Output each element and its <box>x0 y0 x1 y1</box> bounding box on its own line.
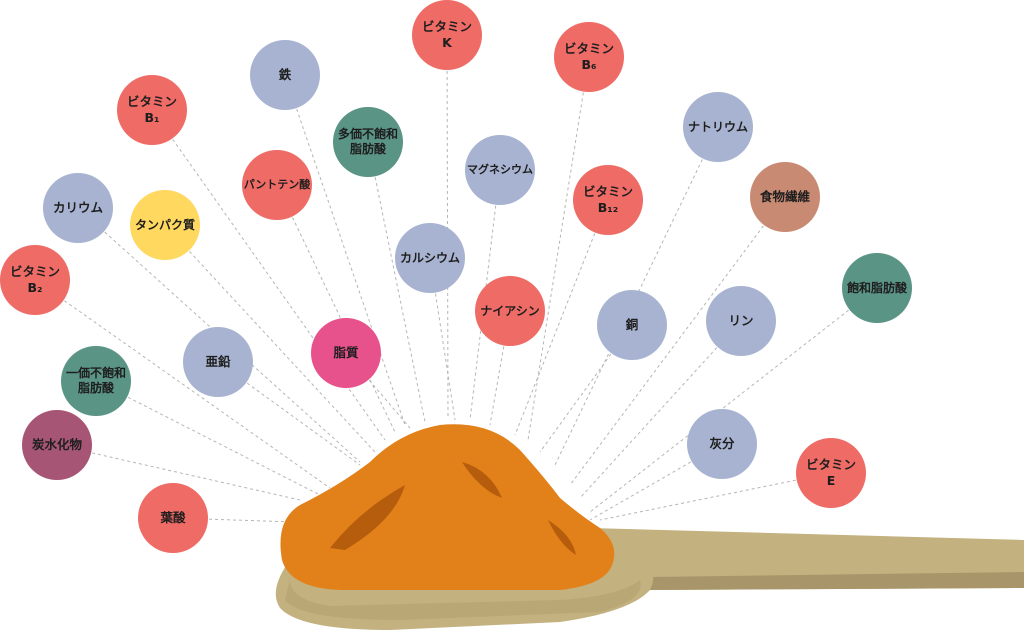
nutrient-label: 一価不飽和 <box>65 366 126 380</box>
nutrient-label: 飽和脂肪酸 <box>846 280 907 295</box>
nutrient-label: 食物繊維 <box>759 189 810 205</box>
spoon-handle-shadow <box>650 572 1024 590</box>
nutrient-sublabel: 脂肪酸 <box>349 142 386 156</box>
nutrient-sublabel: 脂肪酸 <box>77 381 114 395</box>
connector-line <box>579 320 742 499</box>
connector-line <box>34 279 331 489</box>
nutrient-pantothenic-acid: パントテン酸 <box>242 150 312 220</box>
nutrient-label: タンパク質 <box>134 217 195 232</box>
nutrient-copper: 銅 <box>597 290 667 360</box>
connector-line <box>446 34 449 419</box>
nutrient-protein: タンパク質 <box>130 190 200 260</box>
nutrient-label: 脂質 <box>333 345 359 361</box>
nutrient-label: 多価不飽和 <box>337 127 398 141</box>
spoon-handle <box>590 528 1024 610</box>
spoon-bowl-shadow <box>285 580 641 620</box>
nutrient-potassium: カリウム <box>43 173 113 243</box>
nutrient-label: マグネシウム <box>467 163 533 177</box>
nutrient-calcium: カルシウム <box>395 223 465 293</box>
nutrient-label: カルシウム <box>399 250 460 265</box>
nutrient-label: ビタミン <box>9 264 60 280</box>
connector-line <box>589 287 878 513</box>
nutrient-zinc: 亜鉛 <box>183 327 253 397</box>
nutrient-label: 鉄 <box>278 67 292 83</box>
nutrient-label: 灰分 <box>709 436 735 452</box>
nutrient-sublabel: B₁₂ <box>597 200 619 215</box>
nutrient-niacin: ナイアシン <box>475 276 545 346</box>
nutrient-label: 亜鉛 <box>205 354 231 370</box>
connector-line <box>527 56 590 441</box>
turmeric-powder-mound <box>280 424 615 590</box>
connector-line <box>276 184 396 433</box>
connector-line <box>514 199 609 436</box>
nutrient-label: カリウム <box>52 200 103 216</box>
nutrient-polyunsaturated-fatty-acid: 多価不飽和脂肪酸 <box>333 107 403 177</box>
nutrient-phosphorus: リン <box>706 286 776 356</box>
nutrient-folic-acid: 葉酸 <box>138 483 208 553</box>
turmeric-powder-crease-3 <box>548 520 576 555</box>
nutrient-carbohydrate: 炭水化物 <box>22 410 92 480</box>
nutrient-sublabel: B₁ <box>144 110 160 125</box>
nutrient-label: ビタミン <box>421 19 472 35</box>
nutrient-label: 炭水化物 <box>31 437 82 453</box>
nutrient-label: ビタミン <box>563 41 614 57</box>
nutrient-monounsaturated-fatty-acid: 一価不飽和脂肪酸 <box>61 346 131 416</box>
nutrient-sublabel: E <box>826 473 836 488</box>
nutrient-magnesium: マグネシウム <box>465 135 535 205</box>
nutrient-label: リン <box>728 313 754 329</box>
nutrient-label: ナトリウム <box>687 119 748 134</box>
nutrient-saturated-fatty-acid: 飽和脂肪酸 <box>842 253 912 323</box>
nutrient-sodium: ナトリウム <box>683 92 753 162</box>
nutrient-ash: 灰分 <box>687 409 757 479</box>
nutrient-label: ナイアシン <box>480 303 540 318</box>
nutrient-dietary-fiber: 食物繊維 <box>750 162 820 232</box>
connector-line <box>217 361 361 466</box>
nutrient-sublabel: B₂ <box>27 280 43 295</box>
nutrient-label: ビタミン <box>805 457 856 473</box>
nutrient-iron: 鉄 <box>250 40 320 110</box>
connector-line <box>345 352 411 429</box>
nutrient-lipid: 脂質 <box>311 318 381 388</box>
nutrient-sublabel: B₆ <box>581 57 597 72</box>
nutrient-label: ビタミン <box>126 94 177 110</box>
nutrient-label: ビタミン <box>582 184 633 200</box>
nutrient-label: 葉酸 <box>160 510 186 526</box>
turmeric-powder-crease-2 <box>462 462 502 498</box>
connector-line <box>284 74 406 426</box>
nutrient-label: 銅 <box>625 317 639 333</box>
nutrient-sublabel: K <box>442 35 452 50</box>
nutrient-label: パントテン酸 <box>243 178 311 192</box>
turmeric-powder-crease-1 <box>330 485 405 550</box>
